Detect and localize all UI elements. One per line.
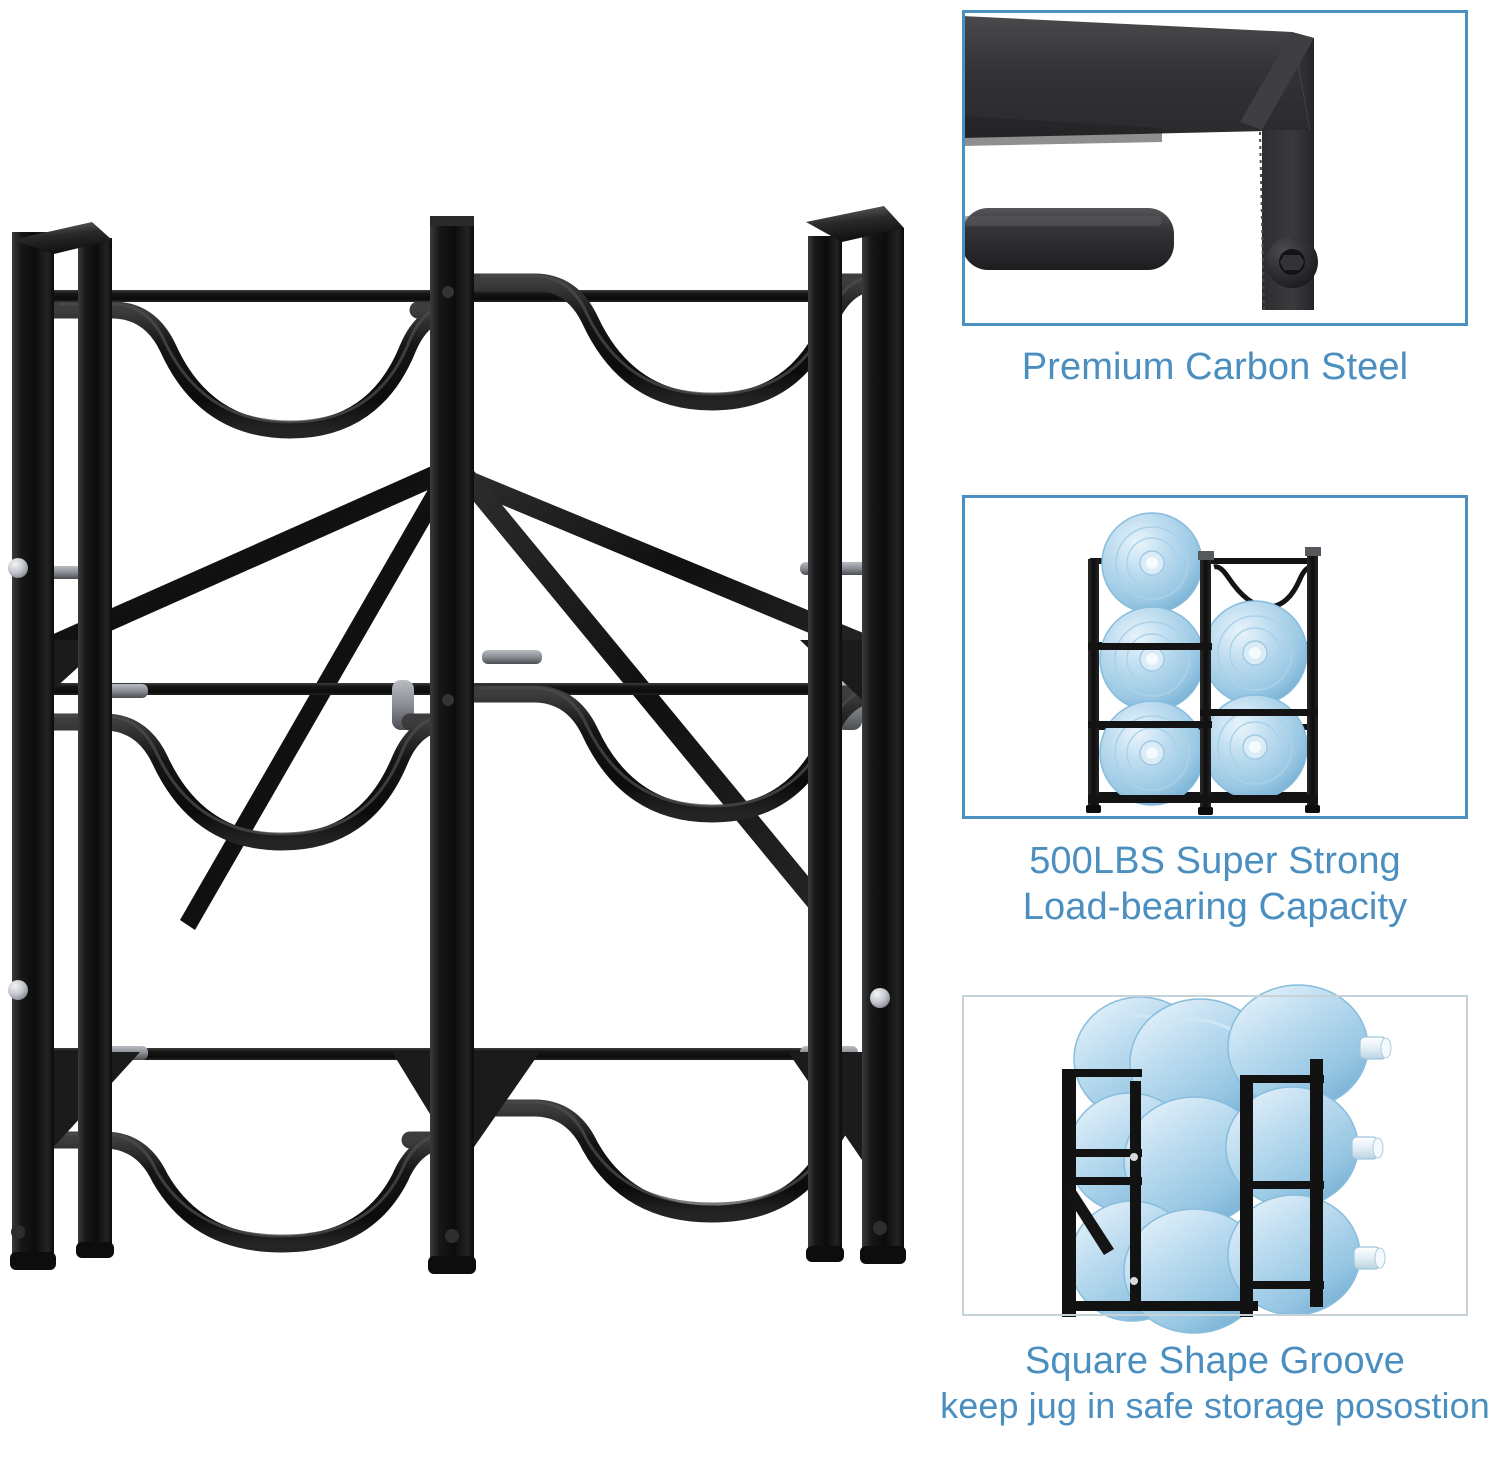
feature-2-caption-line-1: 500LBS Super Strong [1029,840,1401,882]
feature-3-image [962,981,1468,1334]
foot-group [10,1242,906,1274]
screw-group [8,286,890,1243]
water-jug [1099,700,1205,806]
water-jug [1101,512,1203,614]
feature-2-caption: 500LBS Super Strong Load-bearing Capacit… [930,838,1500,931]
feature-1-caption-line-1: Premium Carbon Steel [1021,346,1409,388]
top-cap-group [12,206,904,254]
main-product-image [8,206,906,1274]
feature-1-image [962,10,1468,326]
water-jug [1225,1086,1384,1208]
water-jug-rack-illustration [8,206,906,1274]
feature-3-caption-line-1: Square Shape Groove [1024,1340,1406,1382]
water-jug [1202,600,1308,706]
feature-1-caption: Premium Carbon Steel [930,344,1500,390]
feature-3-caption-line-2: keep jug in safe storage posostion [940,1385,1490,1427]
feature-2-image [962,495,1468,819]
feature-2-caption-line-2: Load-bearing Capacity [1022,886,1408,929]
feature-callout-column: Premium Carbon Steel [930,0,1500,1459]
feature-3-caption: Square Shape Groove keep jug in safe sto… [930,1338,1500,1428]
water-jug [1099,606,1205,712]
upright-group [12,216,904,1264]
